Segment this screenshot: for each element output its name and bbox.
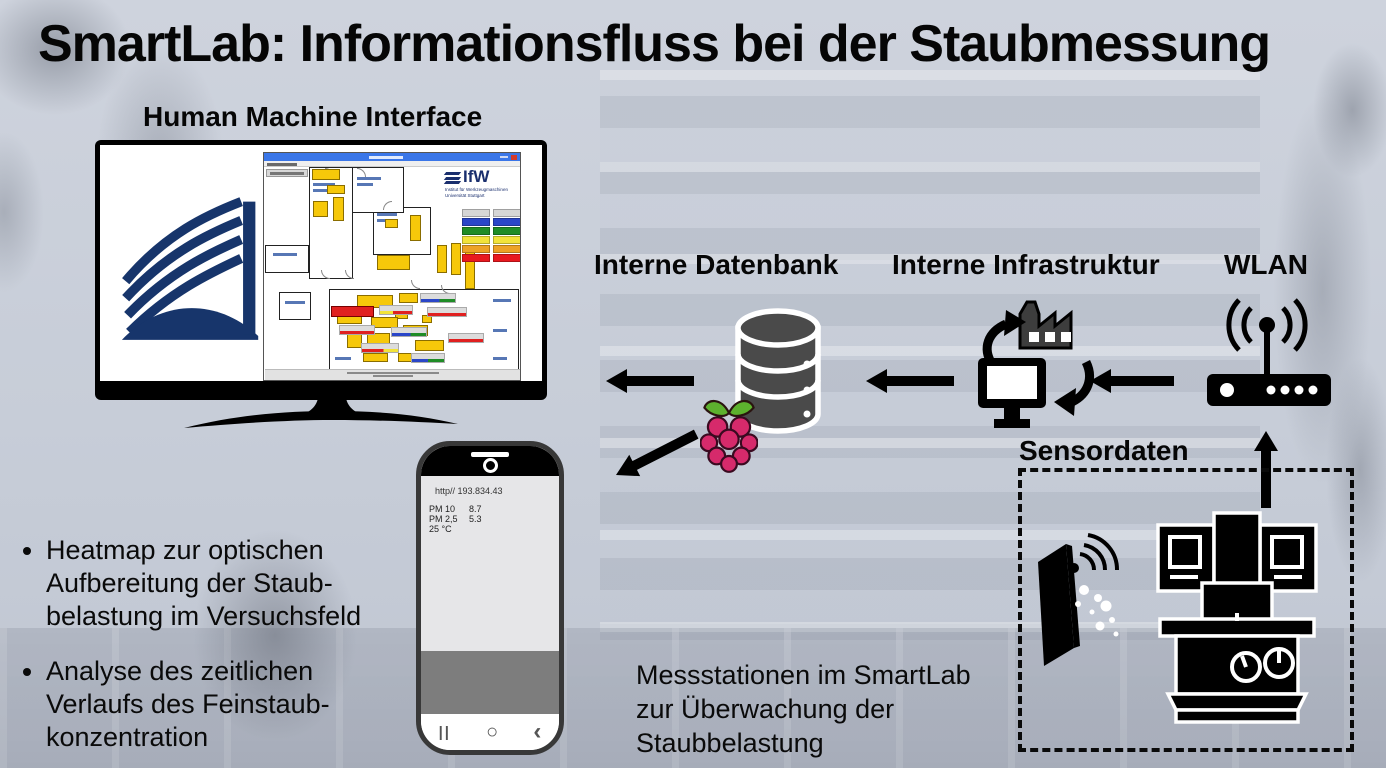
raspberry-pi-icon bbox=[700, 399, 758, 473]
ifw-logo-small: IfW Institut für Werkzeugmaschinen Unive… bbox=[443, 167, 519, 198]
monitor-stand bbox=[184, 398, 458, 428]
milling-machine-icon bbox=[1156, 511, 1318, 724]
bullet-list: Heatmap zur optischen Aufbereitung der S… bbox=[22, 534, 446, 768]
hmi-window: IfW Institut für Werkzeugmaschinen Unive… bbox=[263, 152, 521, 381]
hmi-floorplan: IfW Institut für Werkzeugmaschinen Unive… bbox=[265, 167, 520, 380]
messstationen-dashed-box bbox=[1018, 468, 1354, 752]
hmi-legend bbox=[462, 209, 520, 263]
arrow-db-to-hmi bbox=[606, 369, 696, 393]
hmi-toolbar-button bbox=[266, 169, 308, 177]
reading-row: 25 °C bbox=[429, 524, 452, 534]
hmi-label: Human Machine Interface bbox=[143, 101, 483, 132]
phone-lower-panel bbox=[421, 651, 559, 714]
hmi-window-title-text bbox=[369, 156, 403, 159]
page-title: SmartLab: Informationsfluss bei der Stau… bbox=[38, 15, 1271, 73]
hmi-statusbar bbox=[265, 369, 520, 380]
phone-speaker-icon bbox=[471, 452, 509, 457]
wlan-router-icon bbox=[1207, 298, 1331, 406]
hmi-window-menubar bbox=[264, 161, 520, 167]
label-wlan: WLAN bbox=[1224, 249, 1308, 280]
close-icon bbox=[511, 154, 517, 160]
phone-url: http// 193.834.43 bbox=[435, 486, 503, 496]
database-icon bbox=[735, 308, 821, 434]
ifw-logo-text: IfW bbox=[463, 167, 490, 186]
label-interne-datenbank: Interne Datenbank bbox=[594, 249, 839, 280]
arrow-sensors-to-wlan bbox=[1254, 431, 1278, 509]
ifw-institute-line1: Institut für Werkzeugmaschinen bbox=[445, 187, 508, 192]
arrow-wlan-to-infra bbox=[1090, 369, 1176, 393]
arrow-infra-to-db bbox=[866, 369, 956, 393]
arrow-db-to-phone bbox=[610, 423, 704, 486]
messstationen-caption: Messstationen im SmartLab zur Überwachun… bbox=[636, 660, 971, 758]
ifw-stripes-icon bbox=[443, 172, 462, 186]
factory-icon bbox=[1018, 300, 1073, 350]
hmi-menu-item bbox=[267, 163, 297, 166]
bullet-analyse: Analyse des zeitlichen Verlaufs des Fein… bbox=[46, 655, 446, 754]
phone-nav-bar: || ○ ‹ bbox=[421, 714, 559, 750]
dust-particles bbox=[1075, 585, 1119, 637]
phone-camera-icon bbox=[483, 458, 498, 473]
infrastructure-icon bbox=[978, 300, 1094, 428]
back-chevron-icon: ‹ bbox=[533, 718, 542, 745]
dust-sensor-icon bbox=[1038, 533, 1120, 666]
bullet-heatmap: Heatmap zur optischen Aufbereitung der S… bbox=[46, 534, 446, 633]
ifw-institute-line2: Universität Stuttgart bbox=[445, 192, 485, 198]
label-interne-infrastruktur: Interne Infrastruktur bbox=[892, 249, 1160, 280]
phone-header bbox=[421, 446, 559, 476]
pause-icon: || bbox=[438, 723, 451, 741]
home-circle-icon: ○ bbox=[486, 720, 499, 743]
ifw-logo-large bbox=[121, 197, 259, 340]
minimize-icon bbox=[500, 156, 508, 158]
computer-icon bbox=[978, 358, 1046, 428]
label-sensordaten: Sensordaten bbox=[1019, 435, 1189, 466]
